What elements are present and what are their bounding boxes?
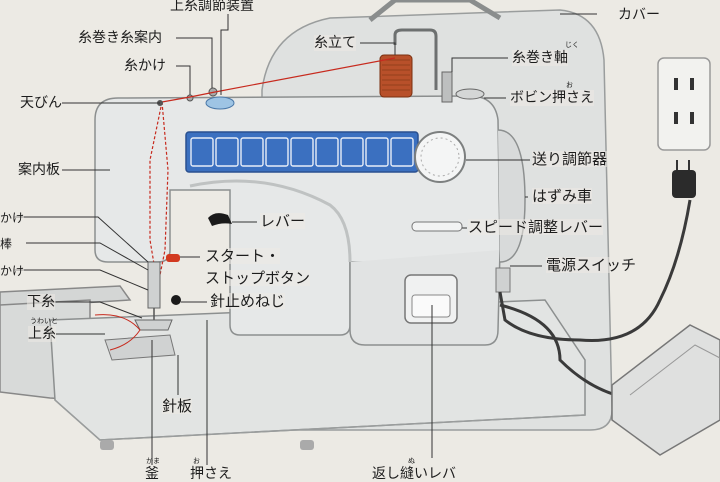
label-bottom-2: 押さえ: [190, 466, 232, 482]
label-bobbin-shaft: 糸巻き軸: [512, 50, 568, 66]
speed-control-lever[interactable]: [411, 221, 463, 232]
reverse-stitch-lever[interactable]: [411, 294, 451, 318]
ruby-bottom-3: ぬ: [408, 457, 415, 465]
label-thread-tension: 上糸調節装置: [170, 0, 254, 14]
pattern-cells: [190, 137, 414, 167]
label-bottom-1: 釜: [145, 466, 159, 482]
thread-spool: [379, 54, 413, 98]
arm-curve: [189, 179, 352, 263]
label-thread-hook: 糸かけ: [124, 58, 166, 74]
tension-dial[interactable]: [205, 96, 235, 110]
pattern-cell: [240, 137, 264, 167]
ruby-bobbin-holder: お: [566, 81, 573, 89]
presser-foot: [134, 319, 173, 331]
pattern-cell: [190, 137, 214, 167]
label-guide-plate: 案内板: [18, 162, 60, 178]
ruby-bottom-2: お: [193, 457, 200, 465]
base-edge: [54, 399, 586, 441]
label-left-cut-3: かけ: [0, 263, 25, 279]
start-stop-button[interactable]: [166, 254, 180, 262]
label-take-up-lever: 天びん: [20, 95, 62, 111]
pattern-cell: [390, 137, 414, 167]
ruby-bottom-1: かま: [146, 457, 160, 465]
pattern-cell: [215, 137, 239, 167]
label-cover: カバー: [618, 7, 660, 23]
thread-hook-post: [186, 94, 194, 102]
pattern-cell: [365, 137, 389, 167]
label-power-switch: 電源スイッチ: [546, 256, 637, 274]
outlet-slot-3: [674, 112, 678, 124]
label-needle-screw: 針止めねじ: [210, 292, 286, 310]
foot-pedal-ridge: [629, 344, 720, 396]
foot-left: [100, 440, 114, 450]
power-plug: [672, 170, 696, 198]
pattern-cell: [290, 137, 314, 167]
outlet-slot-1: [674, 78, 678, 90]
bobbin-stopper[interactable]: [455, 88, 485, 100]
label-needle-plate: 針板: [162, 397, 193, 415]
label-lever: レバー: [260, 212, 306, 230]
dial-ticks: [420, 137, 460, 177]
presser-lever[interactable]: [208, 213, 232, 226]
pattern-cell: [265, 137, 289, 167]
pattern-cell: [340, 137, 364, 167]
power-cord: [498, 199, 692, 342]
label-speed-lever: スピード調整レバー: [468, 218, 604, 236]
bobbin-winder-shaft: [441, 71, 453, 103]
label-spool-pin: 糸立て: [314, 35, 356, 51]
label-bottom-3: 返し縫いレバ: [372, 466, 456, 482]
pattern-cell: [315, 137, 339, 167]
outlet-slot-2: [690, 78, 694, 90]
label-lower-thread: 下糸: [27, 294, 55, 310]
needle-plate: [104, 334, 176, 361]
label-start-stop-2: ストップボタン: [205, 269, 311, 287]
foot-pedal[interactable]: [611, 324, 720, 456]
thread-guide-wire: [393, 28, 438, 90]
outlet-slot-4: [690, 112, 694, 124]
label-left-cut-1: かけ: [0, 210, 25, 226]
ruby-bobbin-shaft: じく: [565, 41, 579, 49]
label-handwheel: はずみ車: [532, 187, 593, 205]
loose-thread: [94, 314, 141, 351]
ruby-upper-thread: うわいと: [30, 317, 58, 325]
upper-thread-top: [161, 57, 396, 103]
label-bobbin-holder: ボビン押さえ: [510, 90, 594, 106]
label-upper-thread: 上糸: [28, 326, 56, 342]
foot-mid: [300, 440, 314, 450]
label-winder-guide: 糸巻き糸案内: [78, 30, 162, 46]
needle-bar: [147, 261, 161, 309]
cover-handle: [368, 0, 502, 22]
needle-clamp-screw[interactable]: [171, 295, 181, 305]
thread-up: [159, 101, 169, 276]
label-left-cut-2: 棒: [0, 236, 13, 252]
power-switch[interactable]: [495, 267, 511, 293]
leader-lines: [14, 13, 597, 465]
spool-windings: [382, 59, 410, 91]
stitch-length-dial[interactable]: [414, 131, 466, 183]
label-stitch-dial: 送り調節器: [532, 150, 608, 168]
wall-outlet: [657, 57, 711, 151]
label-start-stop-1: スタート・: [205, 247, 281, 265]
